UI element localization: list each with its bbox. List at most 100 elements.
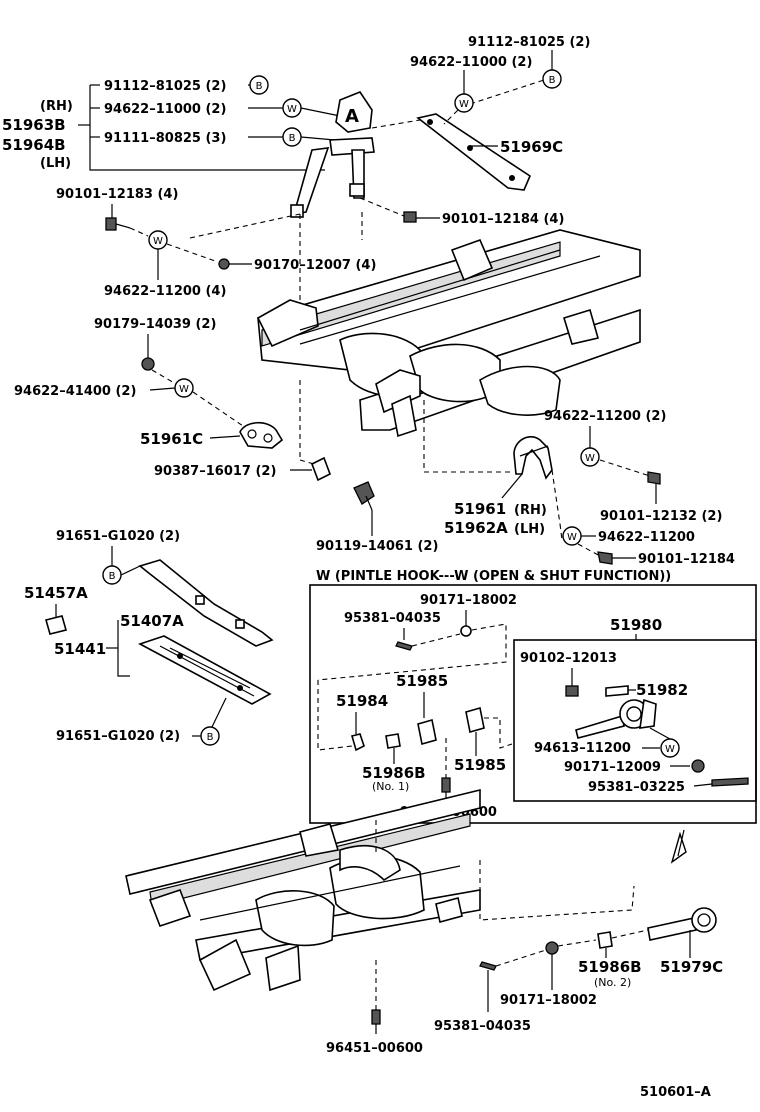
vehicle-frame-top — [256, 229, 641, 438]
nut-90171-18002-b — [545, 941, 559, 955]
svg-text:B: B — [549, 75, 556, 86]
label-51441: 51441 — [54, 640, 106, 658]
label-51986b-b: 51986B — [578, 958, 642, 976]
bolt-90101-12184 — [403, 211, 417, 223]
svg-text:B: B — [256, 81, 263, 92]
svg-text:W: W — [287, 104, 297, 115]
shackle-51961c-part — [239, 421, 284, 449]
label-90170-12007: 90170–12007 (4) — [254, 258, 376, 273]
label-90179-14039: 90179–14039 (2) — [94, 317, 216, 332]
pintle-hook-box: W (PINTLE HOOK---W (OPEN & SHUT FUNCTION… — [309, 569, 757, 824]
w-callout-4: W — [174, 378, 194, 398]
a-marker: A — [345, 106, 359, 127]
nut-90171-12009 — [691, 759, 705, 773]
label-94622-41400: 94622–41400 (2) — [14, 384, 136, 399]
nut-90170-12007 — [218, 258, 230, 270]
label-91112-81025-b: 91112–81025 (2) — [468, 35, 590, 50]
pin-95381-04035-a — [395, 641, 413, 651]
bolt-90101-12183 — [105, 217, 131, 231]
pin-95381-04035-b — [479, 961, 497, 971]
label-51980: 51980 — [610, 616, 662, 634]
label-94622-11200-b: 94622–11200 (2) — [544, 409, 666, 424]
collar-51986b-part — [385, 733, 401, 749]
w-callout-3: W — [148, 230, 168, 250]
nut-90179-14039 — [141, 357, 155, 371]
label-rh: (RH) — [40, 99, 73, 114]
label-90387-16017: 90387–16017 (2) — [154, 464, 276, 479]
svg-text:W: W — [585, 453, 595, 464]
label-rh-2: (RH) — [514, 503, 547, 518]
label-51963b: 51963B — [2, 116, 66, 134]
label-51979c: 51979C — [660, 958, 723, 976]
clip-51457a-part — [45, 615, 67, 635]
w-callout-6: W — [562, 526, 582, 546]
svg-text:W: W — [665, 744, 675, 755]
pin-95381-03225 — [711, 777, 749, 787]
label-51962a: 51962A — [444, 519, 508, 537]
label-51961: 51961 — [454, 500, 506, 518]
vehicle-frame-bottom — [125, 788, 481, 992]
label-90102-12013: 90102–12013 — [520, 651, 617, 666]
pintle-hook-title: W (PINTLE HOOK---W (OPEN & SHUT FUNCTION… — [316, 569, 671, 584]
label-51982: 51982 — [636, 681, 688, 699]
fitting-96451-00600-b — [371, 1009, 381, 1025]
label-51964b: 51964B — [2, 136, 66, 154]
label-lh: (LH) — [40, 156, 71, 171]
label-94622-11000-b: 94622–11000 (2) — [410, 55, 532, 70]
bolt-90101-12184-b — [597, 551, 613, 565]
w-callout-7: W — [660, 738, 680, 758]
bushing-90387-16017 — [310, 456, 332, 482]
label-90171-18002-b: 90171–18002 — [500, 993, 597, 1008]
u-shackle-51961-part — [513, 436, 553, 480]
bolt-90119-14061 — [353, 481, 375, 511]
latch-51985-b-part — [465, 706, 485, 734]
bolt-90101-12132 — [647, 471, 661, 485]
middle-right-section: 94622–11200 (2) W 90101–12132 (2) 51961 … — [423, 400, 735, 567]
nut-90171-18002-a — [460, 625, 472, 637]
svg-text:W: W — [153, 236, 163, 247]
label-90119-14061: 90119–14061 (2) — [316, 539, 438, 554]
bottom-parts-section: 96451–00600 51986B (No. 2) 51979C 90171–… — [326, 907, 723, 1056]
fitting-96451-00600-a — [441, 777, 451, 793]
b-callout-2: B — [282, 127, 302, 147]
down-arrow-icon — [670, 829, 687, 864]
label-no1: (No. 1) — [372, 780, 409, 793]
svg-text:B: B — [207, 732, 214, 743]
svg-text:B: B — [289, 133, 296, 144]
svg-text:W: W — [179, 384, 189, 395]
label-91651-g1020-b: 91651–G1020 (2) — [56, 729, 180, 744]
label-51457a: 51457A — [24, 584, 88, 602]
label-94613-11200: 94613–11200 — [534, 741, 631, 756]
b-callout-3: B — [542, 69, 562, 89]
svg-text:B: B — [109, 571, 116, 582]
label-91651-g1020-a: 91651–G1020 (2) — [56, 529, 180, 544]
svg-text:W: W — [567, 532, 577, 543]
label-90171-18002-a: 90171–18002 — [420, 593, 517, 608]
w-callout-5: W — [580, 447, 600, 467]
label-94622-11200-c: 94622–11200 — [598, 530, 695, 545]
skid-plate-section: 91651–G1020 (2) B 51457A 51407A 51441 9 — [24, 529, 274, 746]
label-90101-12184-a: 90101–12184 (4) — [442, 212, 564, 227]
label-51969c: 51969C — [500, 138, 563, 156]
label-no2: (No. 2) — [594, 976, 631, 989]
label-91111-80825: 91111–80825 (3) — [104, 131, 226, 146]
latch-51985-a-part — [417, 718, 437, 746]
middle-left-section: 90179–14039 (2) 94622–41400 (2) W 51961C… — [14, 317, 438, 554]
label-94622-11000-a: 94622–11000 (2) — [104, 102, 226, 117]
top-section: 91112–81025 (2) 94622–11000 (2) 91111–80… — [2, 35, 590, 299]
w-callout-2: W — [454, 93, 474, 113]
label-51961c: 51961C — [140, 430, 203, 448]
b-callout-4: B — [102, 565, 122, 585]
carrier-arm-part: A — [290, 91, 375, 218]
pintle-hook-51980-part — [575, 698, 657, 739]
figure-number: 510601–A — [640, 1085, 711, 1100]
b-callout-5: B — [200, 726, 220, 746]
label-51985-a: 51985 — [396, 672, 448, 690]
label-51985-b: 51985 — [454, 756, 506, 774]
label-96451-00600-b: 96451–00600 — [326, 1041, 423, 1056]
label-94622-11200-a: 94622–11200 (4) — [104, 284, 226, 299]
label-90101-12184-b: 90101–12184 — [638, 552, 735, 567]
b-callout-1: B — [249, 75, 269, 95]
label-90171-12009: 90171–12009 — [564, 760, 661, 775]
